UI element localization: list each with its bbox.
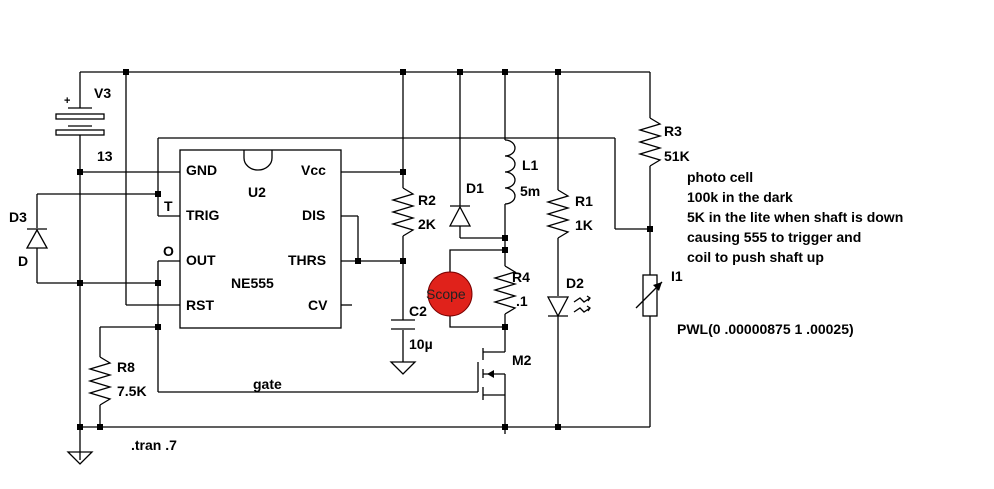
- net-label-o: O: [163, 243, 174, 259]
- pin-rst-label: RST: [186, 297, 214, 313]
- diode-d1[interactable]: D1: [448, 180, 484, 227]
- resistor-r3[interactable]: R3 51K: [637, 117, 690, 167]
- r2-label: R2: [418, 192, 436, 208]
- c2-value: 10µ: [409, 336, 433, 352]
- ic-u2-ne555[interactable]: GND Vcc U2 TRIG DIS OUT THRS NE555 RST C…: [179, 149, 342, 329]
- note-line-2: 100k in the dark: [687, 189, 793, 205]
- ground-symbol-left: [66, 451, 94, 465]
- d3-value: D: [18, 253, 28, 269]
- d3-label: D3: [9, 209, 27, 225]
- pin-thrs-label: THRS: [288, 252, 326, 268]
- note-line-1: photo cell: [687, 169, 753, 185]
- m2-label: M2: [512, 352, 532, 368]
- inductor-l1[interactable]: L1 5m: [504, 139, 540, 205]
- pin-cv-label: CV: [308, 297, 328, 313]
- i1-label: I1: [671, 268, 683, 284]
- net-label-t: T: [164, 198, 173, 214]
- plus-sign: +: [64, 95, 70, 107]
- scope-probe[interactable]: Scope: [426, 271, 473, 317]
- r1-label: R1: [575, 193, 593, 209]
- r8-value: 7.5K: [117, 383, 147, 399]
- r8-label: R8: [117, 359, 135, 375]
- note-line-3: 5K in the lite when shaft is down: [687, 209, 903, 225]
- u2-model: NE555: [231, 275, 274, 291]
- pin-vcc-label: Vcc: [301, 162, 326, 178]
- v3-value: 13: [97, 148, 113, 164]
- spice-directive[interactable]: .tran .7: [131, 437, 177, 453]
- wires-d1: [459, 72, 505, 239]
- gate-label: gate: [253, 376, 282, 392]
- current-source-i1[interactable]: I1 PWL(0 .00000875 1 .00025): [635, 268, 854, 337]
- diode-d3[interactable]: D3 D: [9, 209, 49, 269]
- l1-label: L1: [522, 157, 539, 173]
- voltage-source-v3[interactable]: + V3 13: [55, 85, 113, 460]
- pin-gnd-label: GND: [186, 162, 217, 178]
- scope-label: Scope: [426, 286, 466, 302]
- r1-value: 1K: [575, 217, 593, 233]
- annotation-note: photo cell 100k in the dark 5K in the li…: [687, 169, 903, 265]
- v3-label: V3: [94, 85, 111, 101]
- r3-value: 51K: [664, 148, 690, 164]
- note-line-5: coil to push shaft up: [687, 249, 824, 265]
- d2-label: D2: [566, 275, 584, 291]
- note-line-4: causing 555 to trigger and: [687, 229, 861, 245]
- pin-out-label: OUT: [186, 252, 216, 268]
- resistor-r2[interactable]: R2 2K: [390, 187, 436, 237]
- r3-label: R3: [664, 123, 682, 139]
- supply-rail: [79, 71, 651, 118]
- d1-label: D1: [466, 180, 484, 196]
- r2-value: 2K: [418, 216, 436, 232]
- u2-label: U2: [248, 184, 266, 200]
- junctions: [77, 69, 653, 430]
- i1-value: PWL(0 .00000875 1 .00025): [677, 321, 854, 337]
- l1-value: 5m: [520, 183, 540, 199]
- r4-label: R4: [512, 269, 530, 285]
- wires-555: [36, 72, 650, 427]
- resistor-r1[interactable]: R1 1K: [545, 189, 593, 239]
- pin-dis-label: DIS: [302, 207, 325, 223]
- resistor-r8[interactable]: R8 7.5K: [87, 356, 147, 406]
- gate-net-label: gate: [253, 376, 282, 392]
- resistor-r4[interactable]: R4 .1: [492, 265, 530, 315]
- r4-value: .1: [516, 293, 528, 309]
- led-d2[interactable]: D2: [546, 275, 591, 318]
- mosfet-m2[interactable]: M2: [477, 348, 532, 400]
- ground-symbol-c2: [389, 361, 417, 375]
- pin-trig-label: TRIG: [186, 207, 220, 223]
- c2-label: C2: [409, 303, 427, 319]
- capacitor-c2[interactable]: C2 10µ: [391, 303, 433, 352]
